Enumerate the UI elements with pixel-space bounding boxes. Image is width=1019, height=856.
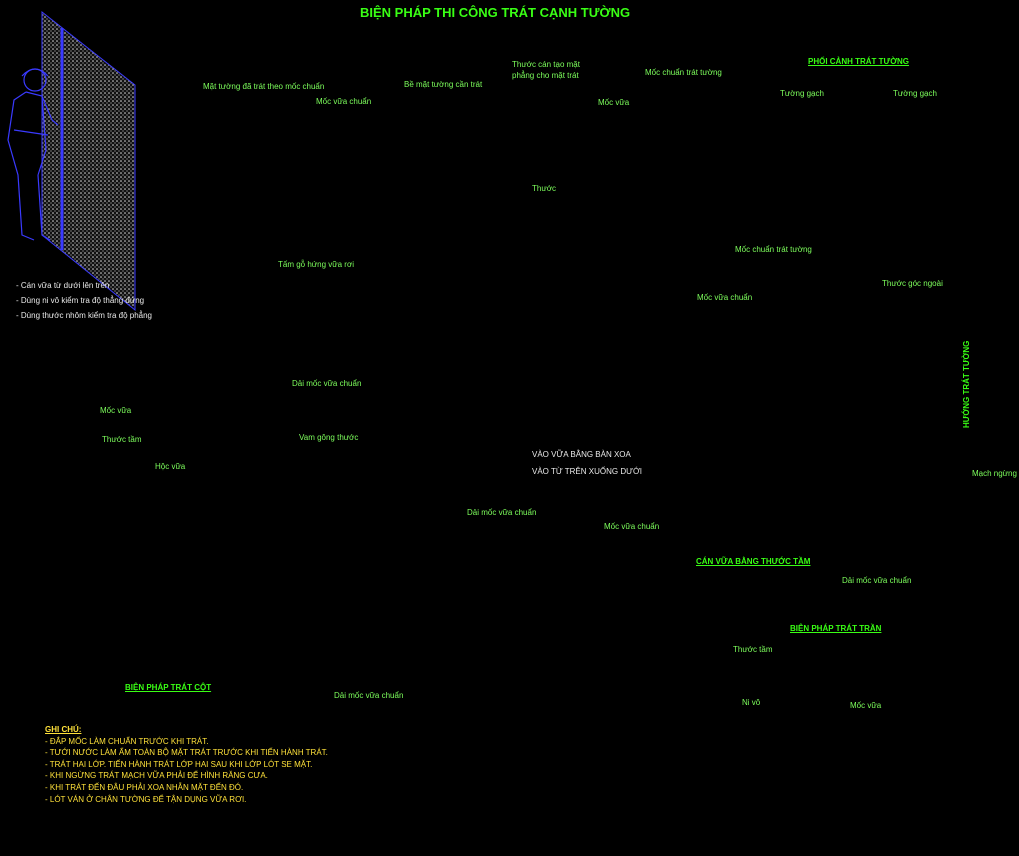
label-tuong-gach-2: Tường gạch [893,89,937,98]
notes-block: GHI CHÚ: - ĐẮP MỐC LÀM CHUẨN TRƯỚC KHI T… [45,724,328,805]
label-moc-chuan-trat-1: Mốc chuẩn trát tường [645,68,722,77]
label-thuoc-tam-tran: Thước tầm [733,645,773,654]
note-item: - TRÁT HAI LỚP. TIẾN HÀNH TRÁT LỚP HAI S… [45,759,313,769]
label-dai-moc-1: Dải mốc vữa chuẩn [292,379,362,388]
label-vao-vua-2: VÀO TỪ TRÊN XUỐNG DƯỚI [532,467,643,476]
label-moc-vua-cot: Mốc vữa [100,406,132,415]
worker-icon [7,68,59,241]
note-item: - KHI NGỪNG TRÁT MẠCH VỮA PHẢI ĐỂ HÌNH R… [45,771,268,781]
label-thuoc: Thước [532,184,556,193]
label-mat-tuong: Mặt tường đã trát theo mốc chuẩn [203,82,325,91]
label-mach-ngung: Mạch ngừng [972,469,1017,478]
bullet-2: - Dùng ni vô kiểm tra độ thẳng đứng [16,296,145,305]
label-moc-vua: Mốc vữa [598,98,630,107]
label-moc-vua-tran: Mốc vữa [850,701,882,710]
bullet-1: - Cán vữa từ dưới lên trên [16,281,110,290]
section-title-can-vua: CÁN VỮA BẰNG THƯỚC TẦM [696,557,811,566]
note-item: - TƯỚI NƯỚC LÀM ẨM TOÀN BỘ MẶT TRÁT TRƯỚ… [45,748,328,758]
label-dai-moc-4: Dải mốc vữa chuẩn [842,576,912,585]
label-moc-vua-chuan-1: Mốc vữa chuẩn [316,97,372,106]
label-vam-gong: Vam gông thước [299,433,359,442]
section-title-cot: BIỆN PHÁP TRÁT CỘT [125,683,212,692]
notes-heading: GHI CHÚ: [45,725,82,734]
label-phang: phẳng cho mặt trát [512,71,579,80]
label-moc-chuan-trat-2: Mốc chuẩn trát tường [735,245,812,254]
label-moc-vua-chuan-2: Mốc vữa chuẩn [697,293,753,302]
label-be-mat: Bề mặt tường cần trát [404,80,483,89]
label-hoc-vua: Hộc vữa [155,462,186,471]
label-dai-moc-3: Dải mốc vữa chuẩn [334,691,404,700]
section-title-huong: HƯỚNG TRÁT TƯỜNG [962,340,971,428]
label-thuoc-can: Thước cán tạo mặt [512,60,580,69]
label-ni-vo: Ni vô [742,698,761,707]
figure-worker-wall [7,10,136,312]
label-thuoc-tam-cot: Thước tầm [102,435,142,444]
section-title-tran: BIỆN PHÁP TRÁT TRẦN [790,624,882,633]
label-moc-vua-chuan-3: Mốc vữa chuẩn [604,522,660,531]
label-dai-moc-2: Dải mốc vữa chuẩn [467,508,537,517]
note-item: - ĐẮP MỐC LÀM CHUẨN TRƯỚC KHI TRÁT. [45,736,209,746]
note-item: - LÓT VÁN Ở CHÂN TƯỜNG ĐỂ TẬN DỤNG VỮA R… [45,794,247,804]
label-tuong-gach-1: Tường gạch [780,89,824,98]
label-tam-go: Tấm gỗ hứng vữa rơi [278,260,354,269]
bullet-3: - Dùng thước nhôm kiểm tra độ phẳng [16,311,153,320]
page-title: BIỆN PHÁP THI CÔNG TRÁT CẠNH TƯỜNG [360,5,631,20]
section-title-phoi-canh: PHỐI CẢNH TRÁT TƯỜNG [808,57,910,66]
note-item: - KHI TRÁT ĐẾN ĐÂU PHẢI XOA NHẴN MẶT ĐẾN… [45,782,244,792]
label-thuoc-goc: Thước góc ngoài [882,279,943,288]
label-vao-vua-1: VÀO VỮA BẰNG BÀN XOA [532,450,631,459]
